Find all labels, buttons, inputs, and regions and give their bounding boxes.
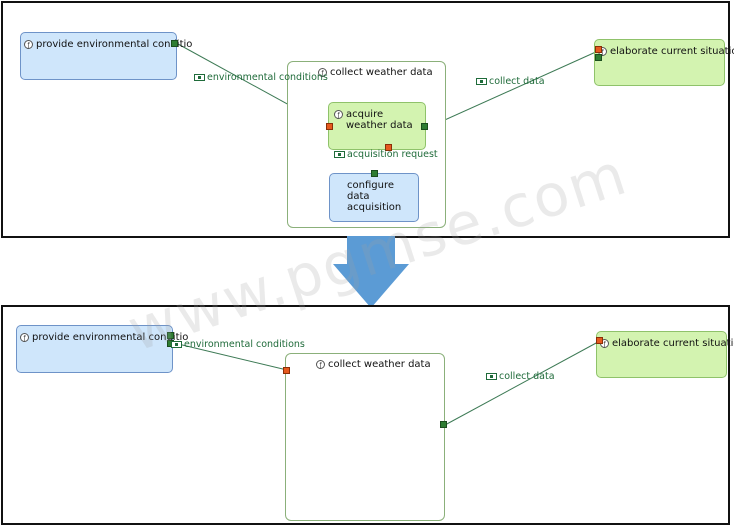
node-label: collect weather data: [328, 359, 431, 370]
acquire-weather-data-node[interactable]: ƒ acquire weather data: [328, 102, 426, 150]
exchange-label-collect-data[interactable]: collect data: [486, 371, 555, 382]
edge-collect-data: [444, 341, 599, 426]
output-port[interactable]: [440, 421, 447, 428]
input-port[interactable]: [326, 123, 333, 130]
function-icon: ƒ: [318, 68, 327, 77]
exchange-label-acquisition-request[interactable]: acquisition request: [334, 149, 438, 160]
exchange-label-environmental-conditions[interactable]: environmental conditions: [171, 339, 305, 350]
node-label: acquire weather data: [346, 109, 413, 131]
input-port[interactable]: [595, 46, 602, 53]
function-icon: ƒ: [20, 333, 29, 342]
edge-environmental-conditions: [173, 342, 288, 371]
edge-collect-data: [426, 50, 599, 129]
node-label: elaborate current situation.: [612, 338, 734, 349]
output-port[interactable]: [421, 123, 428, 130]
collect-weather-data-node[interactable]: ƒ collect weather data: [285, 353, 445, 521]
output-port[interactable]: [371, 170, 378, 177]
elaborate-current-situation-node[interactable]: ƒ elaborate current situation.: [596, 331, 734, 378]
input-port[interactable]: [283, 367, 290, 374]
bottom-edges: [173, 341, 599, 426]
output-port[interactable]: [595, 54, 602, 61]
elaborate-current-situation-node[interactable]: ƒ elaborate current situation.: [594, 39, 734, 86]
provide-environmental-conditions-node[interactable]: ƒ provide environmental conditio: [20, 32, 192, 80]
node-label: provide environmental conditio: [36, 39, 193, 50]
node-label: provide environmental conditio: [32, 332, 189, 343]
function-icon: ƒ: [24, 40, 33, 49]
exchange-label-environmental-conditions[interactable]: environmental conditions: [194, 72, 328, 83]
node-label: elaborate current situation.: [610, 46, 734, 57]
node-label: collect weather data: [330, 67, 433, 78]
exchange-icon: [476, 78, 487, 85]
provide-environmental-conditions-node[interactable]: ƒ provide environmental conditio: [16, 325, 188, 373]
input-port[interactable]: [385, 144, 392, 151]
output-port[interactable]: [171, 40, 178, 47]
configure-data-acquisition-node[interactable]: configure data acquisition: [329, 173, 419, 222]
exchange-icon: [334, 151, 345, 158]
function-icon: ƒ: [334, 110, 343, 119]
function-icon: ƒ: [316, 360, 325, 369]
diagram-after-panel: ƒ provide environmental conditio ƒ colle…: [1, 305, 734, 525]
output-port[interactable]: [167, 332, 174, 339]
exchange-label-collect-data[interactable]: collect data: [476, 76, 545, 87]
transform-arrow-icon: [333, 236, 409, 308]
input-port[interactable]: [596, 337, 603, 344]
node-label: configure data acquisition: [347, 180, 402, 213]
exchange-icon: [486, 373, 497, 380]
exchange-icon: [171, 341, 182, 348]
diagram-before-panel: ƒ provide environmental conditio ƒ colle…: [1, 1, 734, 238]
exchange-icon: [194, 74, 205, 81]
